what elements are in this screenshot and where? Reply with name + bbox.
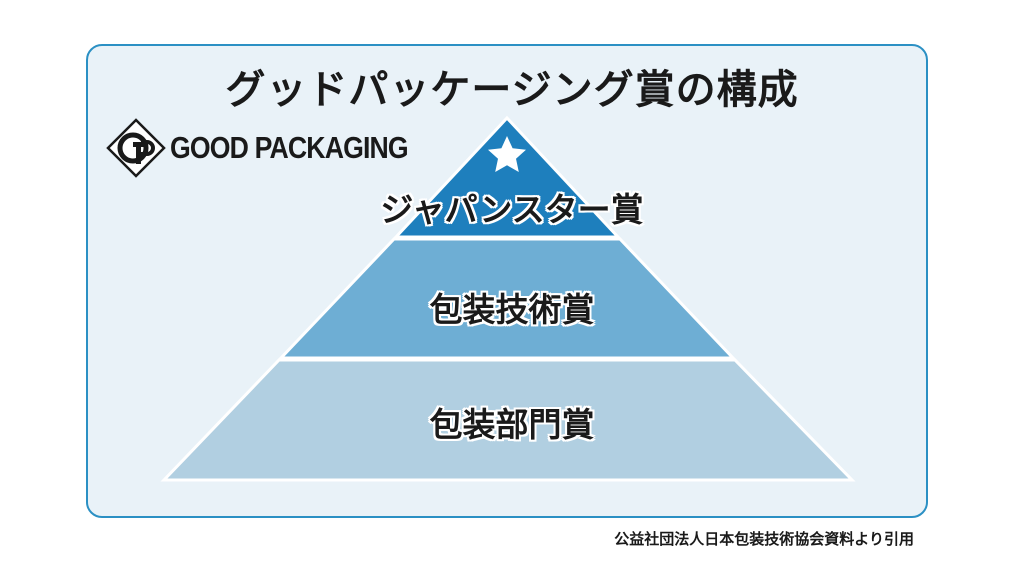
tier-label-technology: 包装技術賞 [429, 290, 595, 329]
tier-label-division: 包装部門賞 [429, 405, 595, 444]
source-note: 公益社団法人日本包装技術協会資料より引用 [614, 530, 914, 548]
pyramid-tier-middle [277, 237, 737, 360]
pyramid-tier-bottom [160, 358, 856, 482]
gp-logo-icon [106, 118, 166, 178]
tier-label-japan-star: ジャパンスター賞 [380, 190, 644, 229]
diagram-title: グッドパッケージング賞の構成 [225, 67, 799, 113]
good-packaging-logo: GOOD PACKAGING [106, 118, 447, 178]
pyramid-tier-top [392, 115, 622, 239]
star-icon [488, 136, 526, 172]
logo-text: GOOD PACKAGING [170, 130, 409, 165]
